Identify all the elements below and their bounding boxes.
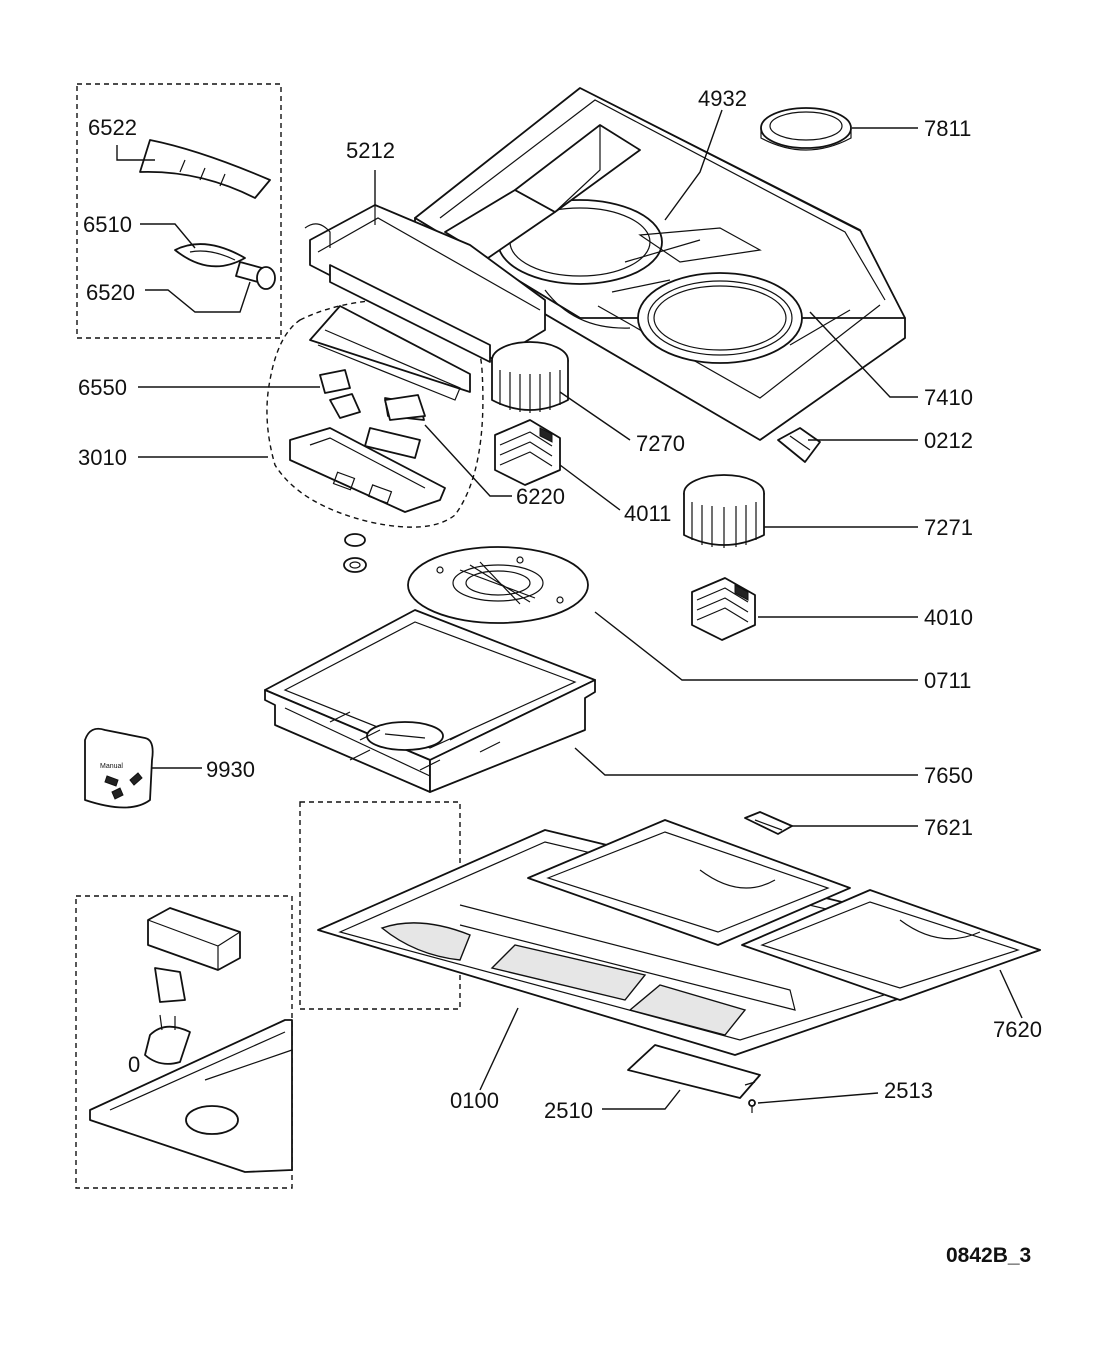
- label-0100: 0100: [450, 1088, 499, 1113]
- grease-filter-part: [527, 819, 1041, 1001]
- outlet-ring-part: [760, 107, 852, 151]
- canopy-frame-part: [317, 829, 1041, 1056]
- label-4011: 4011: [624, 501, 671, 526]
- label-7270: 7270: [636, 431, 685, 456]
- hood-body-part: [414, 87, 906, 441]
- blower-wheel-7270-part: [491, 341, 569, 413]
- label-9930: 9930: [206, 757, 255, 782]
- motor-4011-part: [494, 419, 561, 486]
- inset-lamp-assembly: [89, 907, 293, 1173]
- label-7271: 7271: [924, 515, 973, 540]
- label-6522: 6522: [88, 115, 137, 140]
- label-0212: 0212: [924, 428, 973, 453]
- label-6550: 6550: [78, 375, 127, 400]
- label-7621: 7621: [924, 815, 973, 840]
- nut-parts: [343, 533, 367, 573]
- blower-wheel-7271-part: [683, 474, 765, 548]
- motor-4010-part: [691, 577, 756, 641]
- clip-7621-part: [744, 811, 793, 835]
- label-4932: 4932: [698, 86, 747, 111]
- part-labels: 6522 6510 6520 5212 4932 7811 6550 3010 …: [78, 86, 1042, 1123]
- label-6220: 6220: [516, 484, 565, 509]
- label-0: 0: [128, 1052, 140, 1077]
- label-7650: 7650: [924, 763, 973, 788]
- flange-plate-part: [407, 546, 589, 624]
- label-2513: 2513: [884, 1078, 933, 1103]
- label-5212: 5212: [346, 138, 395, 163]
- screw-2513-part: [748, 1099, 756, 1113]
- parts-bag-part: Manual: [84, 727, 154, 809]
- label-6510: 6510: [83, 212, 132, 237]
- label-7811: 7811: [924, 116, 971, 141]
- lamp-cover-part: [139, 139, 271, 199]
- label-0711: 0711: [924, 668, 971, 693]
- switch-6220-part: [384, 394, 426, 421]
- label-4010: 4010: [924, 605, 973, 630]
- label-7410: 7410: [924, 385, 973, 410]
- filter-box-part: [264, 609, 596, 793]
- label-6520: 6520: [86, 280, 135, 305]
- leader-lines: [116, 109, 1023, 1110]
- label-3010: 3010: [78, 445, 127, 470]
- light-lens-part: [627, 1044, 761, 1099]
- label-2510: 2510: [544, 1098, 593, 1123]
- front-panel-part: [304, 204, 546, 363]
- label-7620: 7620: [993, 1017, 1042, 1042]
- lamp-kit-group-box: [76, 83, 282, 339]
- bulb-part: [174, 243, 246, 268]
- clip-0212-part: [777, 427, 821, 463]
- drawing-code: 0842B_3: [946, 1244, 1031, 1267]
- lamp-holder-part: [235, 261, 276, 290]
- control-group-outline: [266, 298, 484, 528]
- bag-manual-text: Manual: [100, 763, 123, 770]
